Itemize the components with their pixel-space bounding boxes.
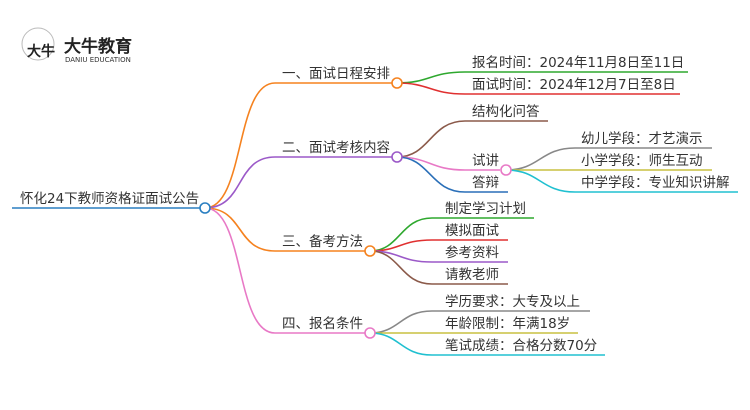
edge: [369, 250, 508, 285]
branch-4-toggle[interactable]: [364, 327, 376, 339]
edge: [505, 169, 738, 193]
leaf[interactable]: 答辩: [472, 174, 499, 191]
branch-2-label[interactable]: 二、面试考核内容: [282, 139, 390, 156]
leaf[interactable]: 试讲: [472, 153, 499, 169]
leaf[interactable]: 幼儿学段：才艺演示: [581, 131, 703, 147]
logo-text: 大牛教育: [64, 36, 132, 57]
leaf[interactable]: 参考资料: [445, 244, 499, 261]
edge: [369, 217, 534, 252]
leaf[interactable]: 报名时间：2024年11月8日至11日: [472, 55, 684, 71]
branch-2-toggle[interactable]: [391, 151, 403, 163]
edge-branch-2: [204, 156, 392, 209]
leaf[interactable]: 学历要求：大专及以上: [445, 294, 580, 310]
shijiang-toggle[interactable]: [500, 164, 512, 176]
root-topic[interactable]: 怀化24下教师资格证面试公告: [20, 191, 199, 207]
leaf[interactable]: 结构化问答: [472, 103, 540, 120]
edge: [396, 82, 680, 95]
root-node-toggle[interactable]: [199, 202, 211, 214]
branch-4-label[interactable]: 四、报名条件: [282, 315, 363, 332]
edge: [396, 120, 548, 158]
edge-branch-1: [204, 82, 392, 209]
logo-mark: 大牛: [27, 43, 55, 60]
leaf[interactable]: 年龄限制：年满18岁: [445, 316, 570, 332]
edge: [505, 147, 712, 171]
leaf[interactable]: 请教老师: [445, 267, 499, 283]
leaf[interactable]: 面试时间：2024年12月7日至8日: [472, 77, 676, 93]
leaf[interactable]: 中学学段：专业知识讲解: [581, 174, 730, 191]
edge: [369, 310, 590, 334]
leaf[interactable]: 小学学段：师生互动: [581, 153, 703, 169]
logo-subtext: DANIU EDUCATION: [65, 56, 131, 64]
edge: [396, 156, 508, 193]
branch-3-label[interactable]: 三、备考方法: [282, 233, 363, 250]
edge: [369, 332, 605, 356]
branch-3-toggle[interactable]: [364, 245, 376, 257]
leaf[interactable]: 笔试成绩：合格分数70分: [445, 338, 597, 354]
edge-branch-4: [204, 207, 365, 334]
branch-1-label[interactable]: 一、面试日程安排: [282, 66, 390, 82]
logo: 大牛 大牛教育 DANIU EDUCATION: [21, 27, 132, 64]
leaf[interactable]: 模拟面试: [445, 223, 499, 239]
edge-branch-3: [204, 207, 365, 252]
leaf[interactable]: 制定学习计划: [445, 201, 526, 217]
branch-1-toggle[interactable]: [391, 77, 403, 89]
